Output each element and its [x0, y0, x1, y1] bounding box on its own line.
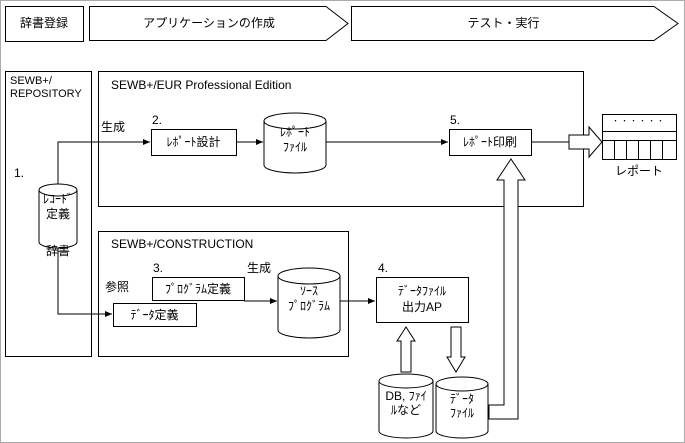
dictionary-registration-step-box: [5, 6, 84, 42]
hollow-arrow-down-ap-to-datafile: [446, 326, 466, 373]
hollow-arrow-up-db-to-ap: [396, 326, 416, 373]
record-definition-label-line2: 定義: [45, 207, 70, 221]
repository-box: [5, 71, 92, 357]
data-definition-label: ﾃﾞｰﾀ定義: [130, 308, 179, 322]
test-execution-step-arrow: [351, 6, 679, 41]
reference-arrow-line-repository-to-datadef: [57, 248, 112, 317]
dictionary-registration-step-label: 辞書登録: [19, 16, 68, 30]
source-program-label-line2: ﾌﾟﾛｸﾞﾗﾑ: [287, 299, 330, 313]
report-print-box: [449, 129, 532, 156]
data-file-output-ap-label-line1: ﾃﾞｰﾀﾌｧｲﾙ: [397, 284, 446, 298]
generate-label-construction: 生成: [247, 261, 272, 275]
step1-number: 1.: [14, 166, 25, 180]
reference-label: 参照: [105, 280, 130, 294]
report-print-label: ﾚﾎﾟｰﾄ印刷: [462, 135, 517, 149]
source-program-cylinder: [277, 267, 341, 339]
construction-title: SEWB+/CONSTRUCTION: [111, 237, 254, 251]
report-caption: レポート: [614, 164, 663, 178]
data-definition-box: [113, 303, 197, 327]
report-file-label-line1: ﾚﾎﾟｰﾄ: [279, 125, 310, 139]
data-file-label-line1: ﾃﾞｰﾀ: [449, 392, 474, 406]
program-definition-label: ﾌﾟﾛｸﾞﾗﾑ定義: [164, 282, 231, 296]
hollow-arrow-up-datafile-to-print: [488, 158, 526, 420]
test-execution-step-label: テスト・実行: [467, 16, 540, 30]
program-definition-box: [152, 277, 245, 301]
db-files-label-line2: ﾙなど: [390, 403, 421, 417]
report-file-cylinder: [263, 112, 327, 174]
dictionary-caption: 辞書: [45, 244, 70, 258]
report-file-label-line2: ﾌｧｲﾙ: [282, 140, 307, 154]
report-design-label: ﾚﾎﾟｰﾄ設計: [166, 135, 221, 149]
step2-number: 2.: [152, 113, 163, 127]
app-creation-step-label: アプリケーションの作成: [143, 16, 275, 30]
app-creation-step-arrow: [89, 6, 349, 41]
eur-title: SEWB+/EUR Professional Edition: [111, 78, 292, 92]
construction-box: [98, 231, 349, 357]
printed-report-icon: [602, 114, 677, 160]
generate-label-eur: 生成: [101, 120, 126, 134]
data-file-cylinder: [435, 376, 489, 439]
data-file-output-ap-box: [376, 277, 469, 323]
data-file-output-ap-label-line2: 出力AP: [401, 300, 442, 314]
report-icon-dots: ・・・・・・: [612, 118, 666, 125]
record-definition-cylinder: [38, 183, 78, 249]
report-design-box: [151, 129, 237, 156]
generate-arrow-line-repository-to-design: [57, 139, 150, 184]
db-files-cylinder: [378, 373, 434, 439]
db-files-label-line1: DB, ﾌｧｲ: [385, 389, 427, 403]
record-definition-label-line1: ﾚｺｰﾄﾞ: [42, 192, 73, 206]
hollow-arrow-right-to-report: [568, 125, 603, 159]
source-program-label-line1: ｿｰｽ: [299, 284, 318, 298]
repository-title-line2: REPOSITORY: [10, 88, 82, 100]
repository-title-line1: SEWB+/: [10, 75, 52, 87]
step3-number: 3.: [153, 261, 164, 275]
data-file-label-line2: ﾌｧｲﾙ: [449, 406, 474, 420]
step5-number: 5.: [450, 113, 461, 127]
step4-number: 4.: [378, 261, 389, 275]
